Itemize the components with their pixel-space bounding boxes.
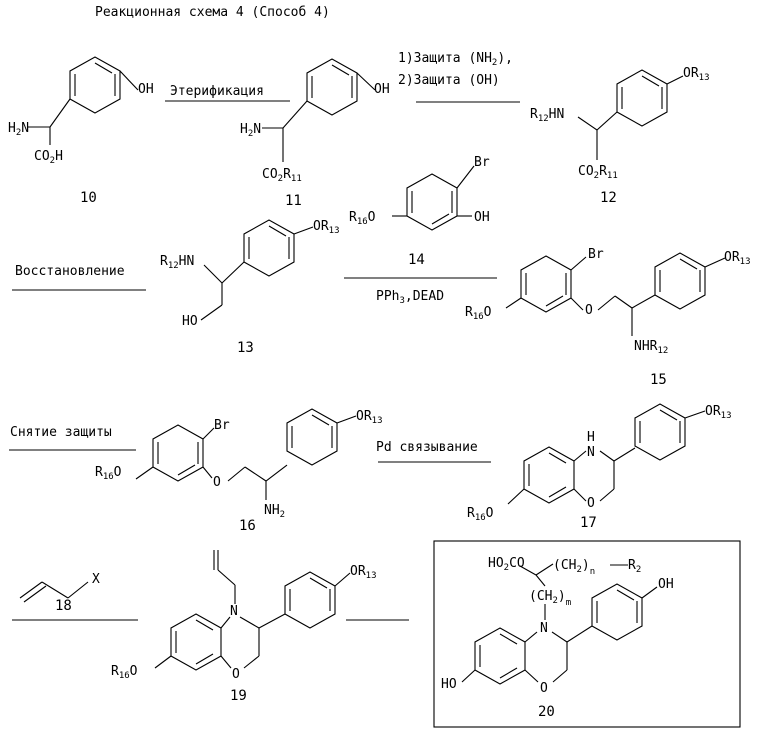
atom-nh2: NH2 [264,503,285,520]
atom-oh: OH [138,82,154,97]
compound-13: OR13 R12HN HO 13 [160,219,340,356]
atom-r16o: R16O [349,210,376,227]
atom-br: Br [588,247,604,262]
atom-n: N [540,621,548,636]
compound-18: X 18 [20,572,100,614]
compound-number-10: 10 [80,190,97,206]
atom-r16o: R16O [95,465,122,482]
atom-or13: OR13 [724,250,751,267]
compound-number-14: 14 [408,252,425,268]
atom-ho: HO [441,677,457,692]
atom-r2: R2 [628,558,641,575]
atom-h2n: H2N [8,121,29,138]
atom-n: N [587,445,595,460]
atom-x: X [92,572,100,587]
atom-h: H [587,430,595,445]
step-esterification: Этерификация [170,84,264,99]
atom-co2r11: CO2R11 [578,164,618,181]
atom-or13: OR13 [350,564,377,581]
atom-nhr12: NHR12 [634,339,668,356]
atom-r16o: R16O [111,664,138,681]
compound-17: H N O OR13 R16O 17 [467,404,732,531]
compound-number-18: 18 [55,598,72,614]
compound-16: Br O OR13 R16O NH2 16 [95,409,383,534]
atom-ch2-n: (CH2)n [553,558,595,577]
atom-oh: OH [658,577,674,592]
atom-co2r11: CO2R11 [262,167,302,184]
compound-11: OH H2N CO2R11 11 [240,59,390,209]
atom-br: Br [474,155,490,170]
step-reduction: Восстановление [15,264,125,279]
step-pd-coupling: Pd связывание [376,440,478,455]
compound-number-16: 16 [239,518,256,534]
step-protect-oh: 2)Защита (OH) [398,73,500,88]
atom-ho: HO2CO [488,556,525,573]
compound-20: N O HO OH HO2CO (CH2)n R2 (CH2)m 20 [434,541,740,727]
atom-o: O [585,303,593,318]
atom-br: Br [214,418,230,433]
atom-ho: HO [182,314,198,329]
compound-number-20: 20 [538,704,555,720]
compound-number-15: 15 [650,372,667,388]
compound-19: N O OR13 R16O 19 [111,550,377,704]
compound-14: Br OH R16O 14 [349,155,490,268]
step-deprotection: Снятие защиты [10,425,112,440]
atom-o: O [213,475,221,490]
atom-r16o: R16O [465,305,492,322]
compound-15: Br O OR13 R16O NHR12 15 [465,247,751,388]
compound-number-11: 11 [285,193,302,209]
atom-h2n: H2N [240,122,261,139]
compound-number-19: 19 [230,688,247,704]
atom-n: N [230,604,238,619]
atom-or13: OR13 [313,219,340,236]
atom-oh: OH [474,210,490,225]
atom-ch2-m: (CH2)m [529,589,571,608]
atom-or13: OR13 [705,404,732,421]
atom-co2h: CO2H [34,149,63,166]
compound-10: OH H2N CO2H 10 [8,57,154,206]
compound-number-17: 17 [580,515,597,531]
atom-oh: OH [374,82,390,97]
compound-12: OR13 R12HN CO2R11 12 [530,66,710,206]
atom-o: O [540,681,548,696]
atom-r12hn: R12HN [160,254,194,271]
atom-r16o: R16O [467,506,494,523]
atom-o: O [232,667,240,682]
compound-number-13: 13 [237,340,254,356]
compound-number-12: 12 [600,190,617,206]
step-protect-nh2: 1)Защита (NH2), [398,51,513,68]
atom-or13: OR13 [683,66,710,83]
scheme-title: Реакционная схема 4 (Способ 4) [95,5,330,20]
atom-o: O [587,496,595,511]
atom-or13: OR13 [356,409,383,426]
atom-r12hn: R12HN [530,107,564,124]
step-mitsunobu: PPh3,DEAD [376,289,444,306]
